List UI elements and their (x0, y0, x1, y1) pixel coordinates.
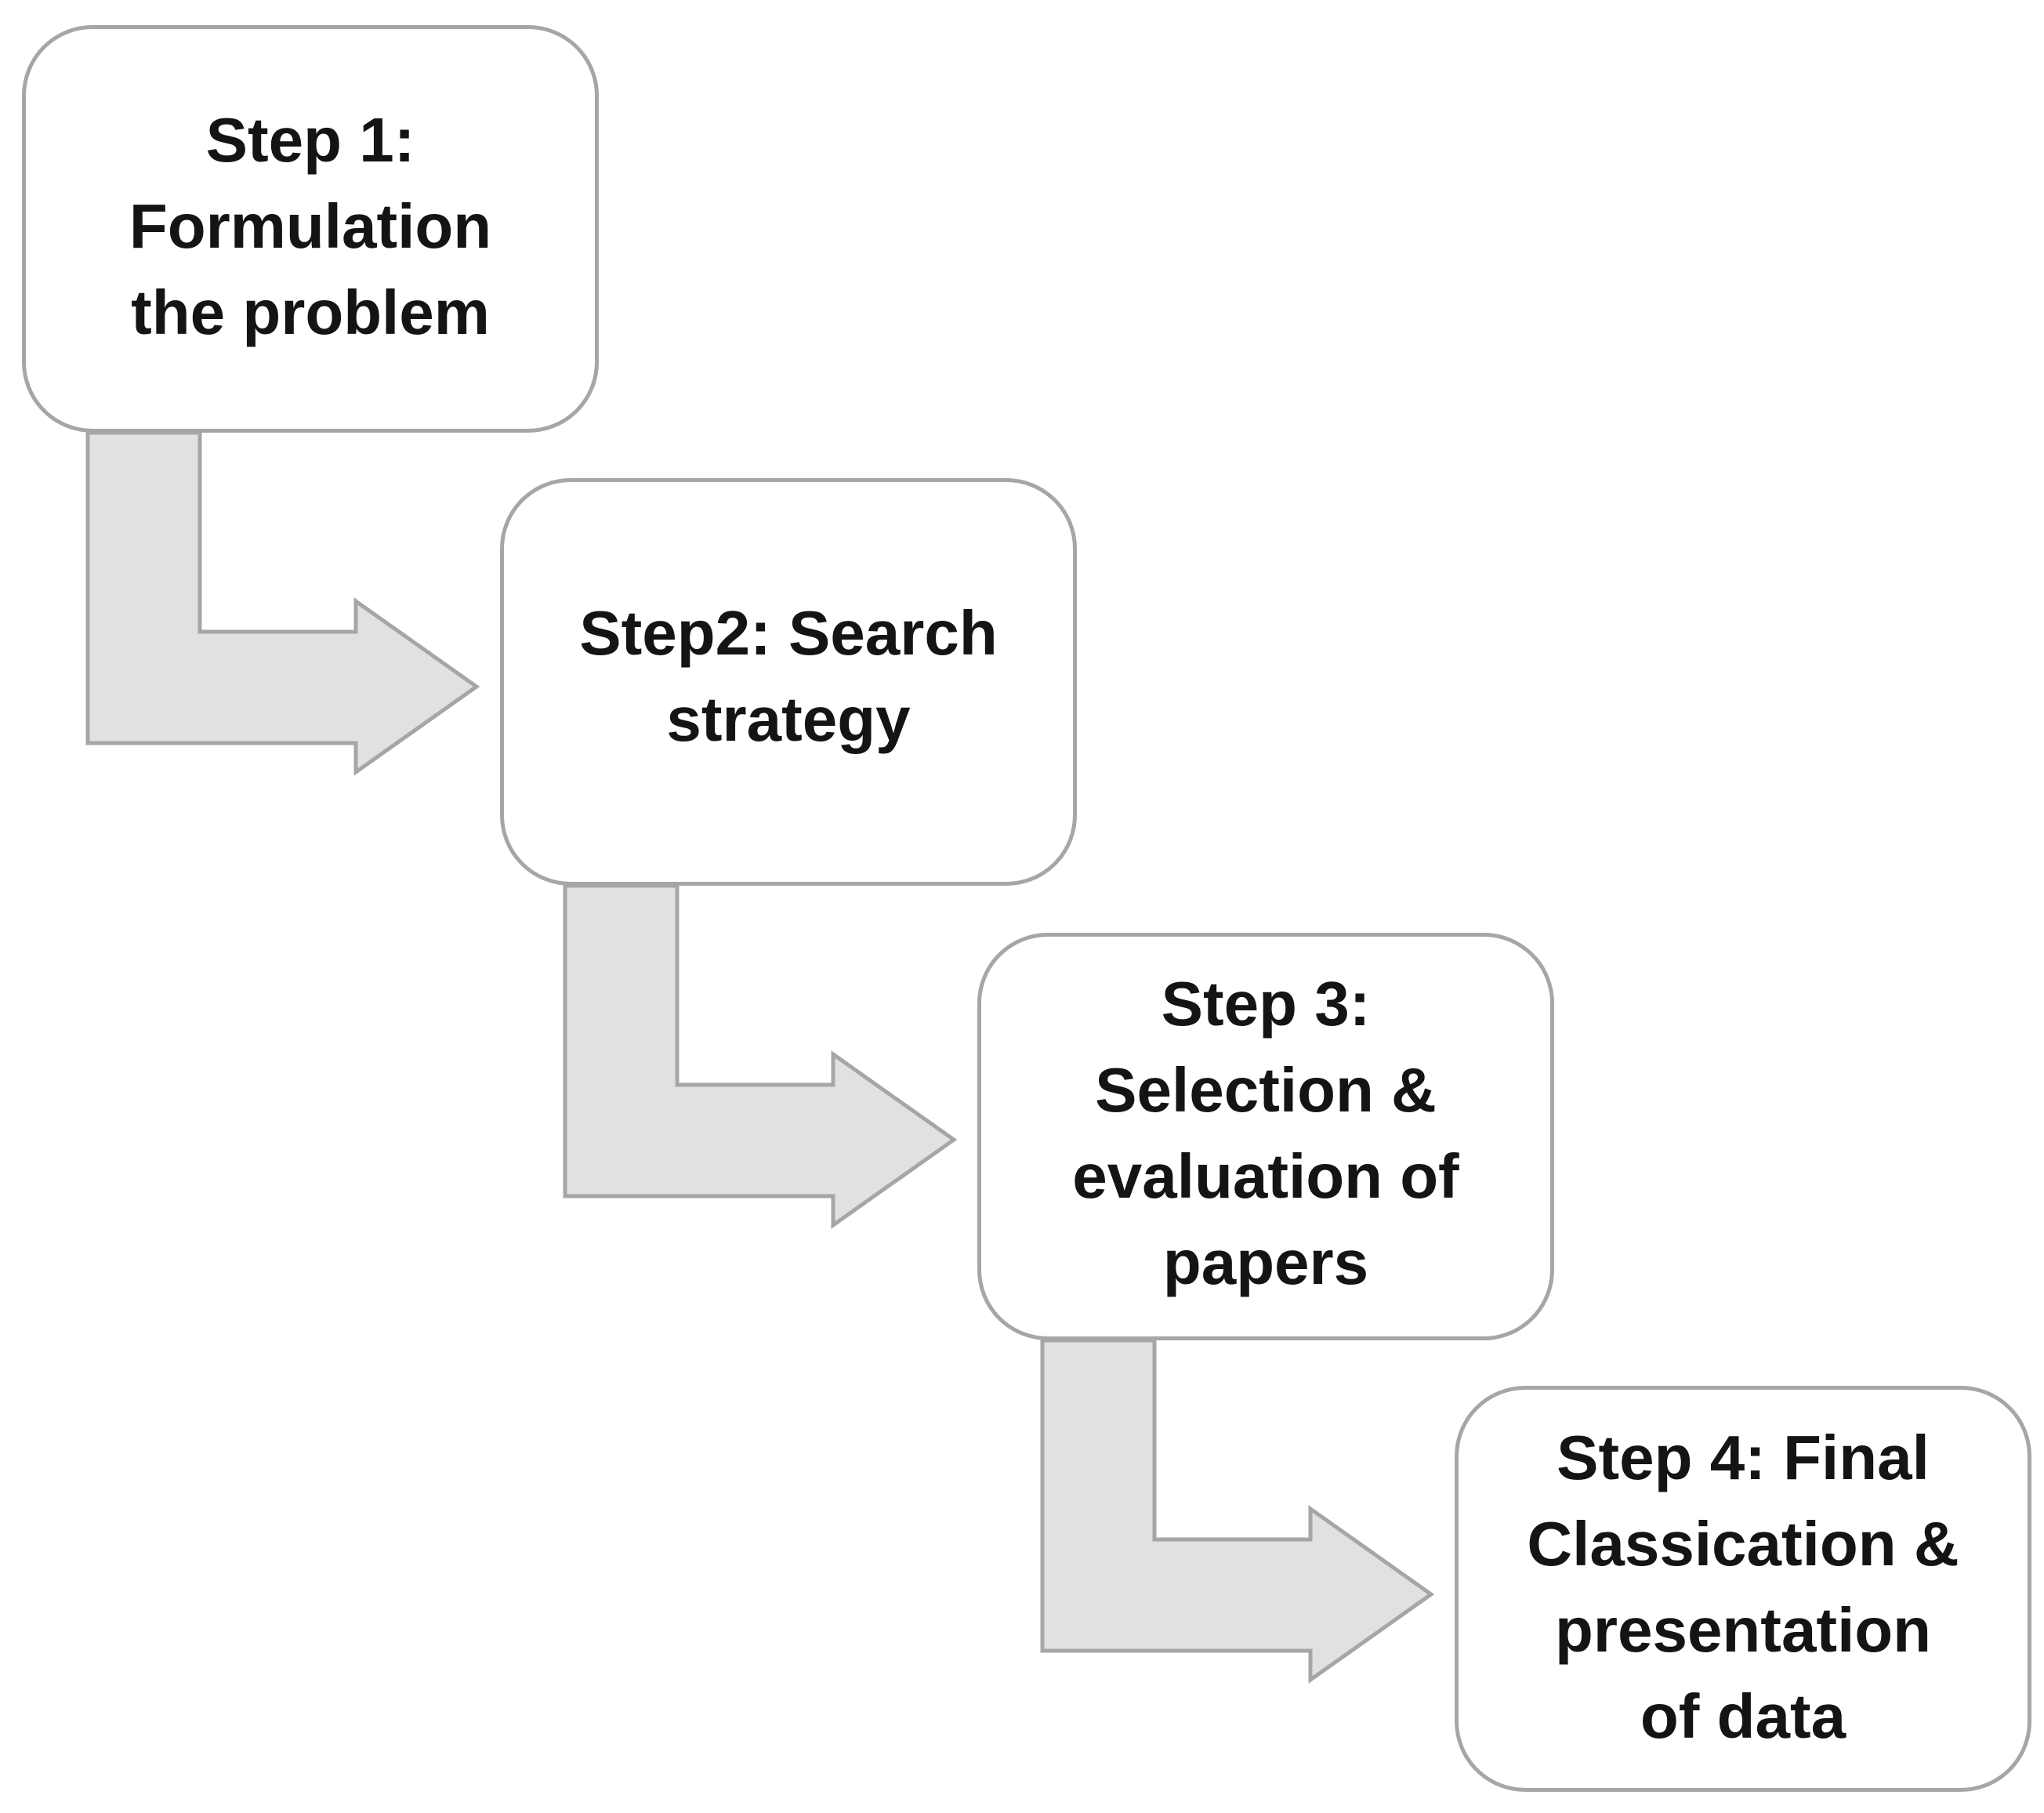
step-2-line-1: Step2: Search (579, 598, 998, 668)
step-4-line-1: Step 4: Final (1557, 1423, 1930, 1492)
step-3-box: Step 3: Selection & evaluation of papers (977, 933, 1554, 1340)
step-1-line-2: Formulation (129, 191, 492, 261)
step-2-line-2: strategy (666, 684, 911, 754)
step-4-line-2: Classication & (1527, 1509, 1959, 1579)
step-1-box: Step 1: Formulation the problem (22, 25, 599, 433)
arrow-step2-to-step3 (563, 883, 958, 1229)
step-3-line-4: papers (1162, 1227, 1369, 1297)
step-4-box: Step 4: Final Classication & presentatio… (1455, 1386, 2031, 1792)
step-3-text: Step 3: Selection & evaluation of papers (1072, 961, 1459, 1306)
step-1-line-3: the problem (131, 277, 490, 347)
step-4-line-3: presentation (1554, 1595, 1932, 1665)
step-3-line-1: Step 3: (1161, 969, 1371, 1039)
step-2-text: Step2: Search strategy (579, 590, 998, 763)
step-1-line-1: Step 1: (205, 105, 415, 175)
step-4-text: Step 4: Final Classication & presentatio… (1527, 1415, 1959, 1760)
step-1-text: Step 1: Formulation the problem (129, 97, 491, 356)
step-3-line-2: Selection & (1095, 1055, 1437, 1125)
step-2-box: Step2: Search strategy (500, 478, 1077, 886)
arrow-step3-to-step4 (1040, 1338, 1435, 1684)
step-3-line-3: evaluation of (1072, 1141, 1459, 1211)
step-4-line-4: of data (1640, 1681, 1846, 1751)
arrow-step1-to-step2 (85, 430, 480, 776)
